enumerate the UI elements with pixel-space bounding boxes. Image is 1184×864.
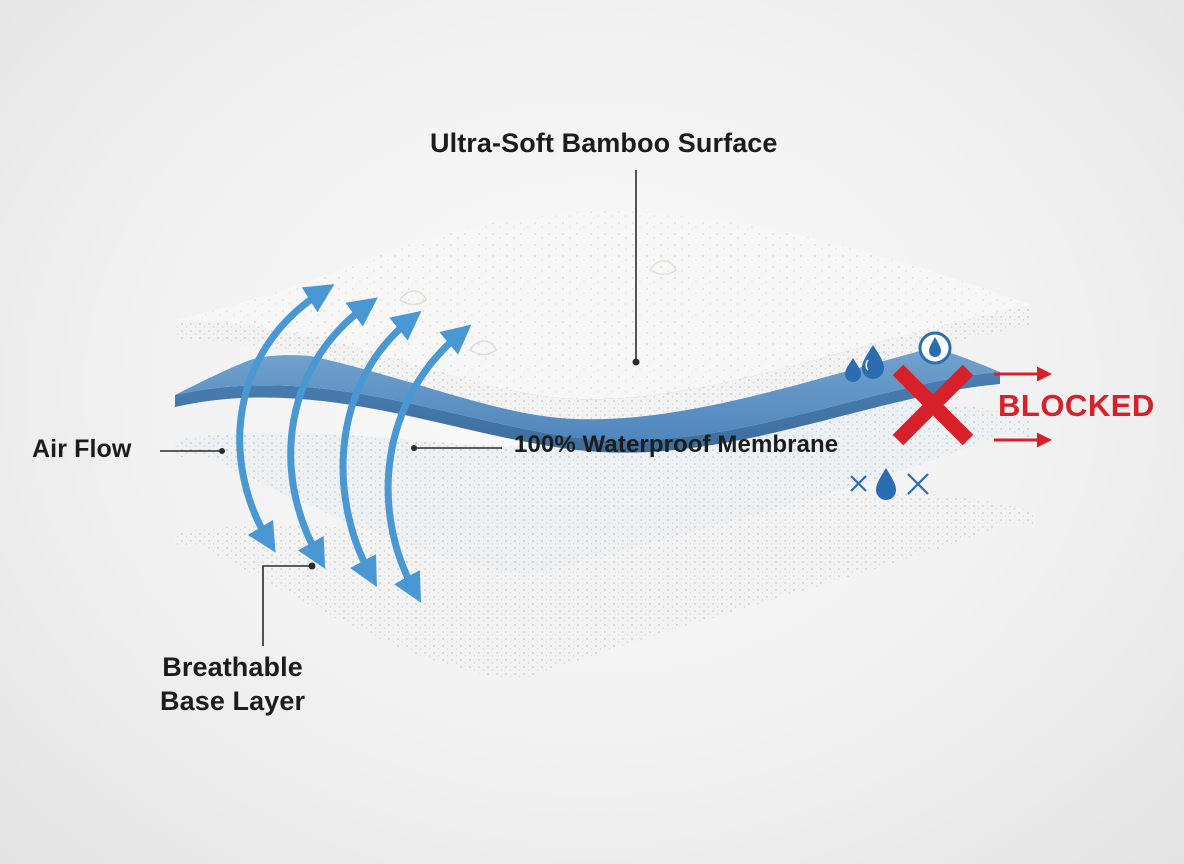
top-layer-label: Ultra-Soft Bamboo Surface	[430, 128, 778, 158]
leader-dot-membrane	[411, 445, 417, 451]
base-layer-label-line1: Breathable	[162, 652, 303, 682]
air-flow-arrow	[339, 310, 422, 587]
watermark-swirl	[648, 260, 677, 276]
leader-dot-airflow	[219, 448, 225, 454]
tools-drop-icon	[850, 468, 929, 500]
membrane-label: 100% Waterproof Membrane	[514, 431, 839, 458]
leader-dots	[219, 358, 640, 570]
leader-line-base	[262, 565, 310, 646]
watermark-swirl	[468, 340, 497, 356]
water-drops-icon	[845, 345, 884, 382]
circle-drop-icon	[918, 331, 952, 365]
air-flow-arrows	[236, 284, 472, 603]
base-layer-label-line2: Base Layer	[160, 686, 306, 716]
membrane-edge	[175, 372, 1000, 453]
leader-dot-top	[632, 358, 640, 366]
blocked-label: BLOCKED	[998, 388, 1155, 423]
air-flow-arrow	[384, 324, 472, 603]
red-x-icon	[892, 364, 974, 446]
air-flow-arrow	[287, 297, 378, 569]
watermark-swirl	[398, 290, 427, 306]
air-flow-label: Air Flow	[32, 435, 132, 463]
leader-lines	[160, 170, 637, 646]
leader-dot-base	[308, 562, 316, 570]
base-layer-label: Breathable Base Layer	[160, 650, 305, 718]
blocked-arrows	[994, 366, 1052, 448]
air-flow-arrow	[236, 284, 335, 553]
